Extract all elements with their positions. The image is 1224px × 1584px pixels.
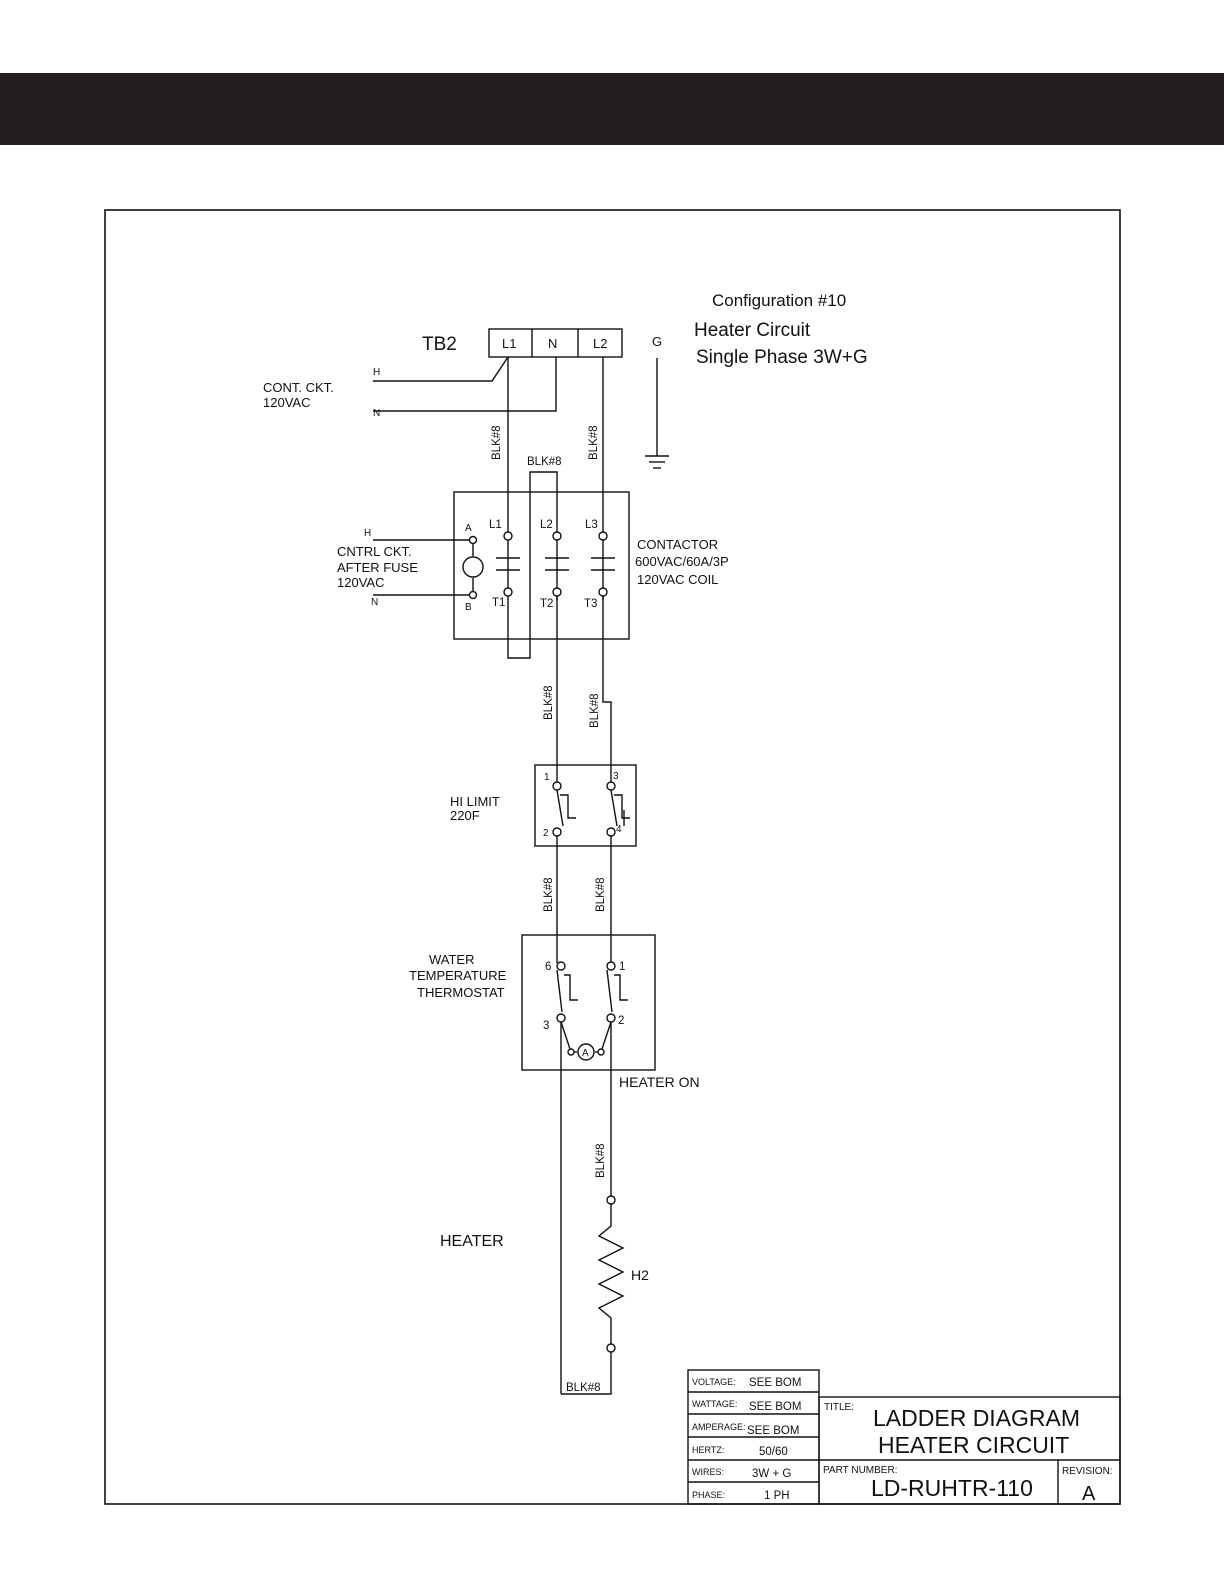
hi-limit-terminal-3: 3 [613, 771, 619, 782]
thermostat-terminal-3: 3 [543, 1020, 549, 1032]
title-key: TITLE: [824, 1402, 854, 1413]
cntrl-h-label: H [364, 528, 371, 539]
spec-key-phase: PHASE: [692, 1490, 725, 1500]
thermostat-terminal-6: 6 [545, 961, 551, 973]
spec-value-hertz: 50/60 [759, 1446, 788, 1458]
heater-label: HEATER [440, 1233, 504, 1250]
drawing-title-1: LADDER DIAGRAM [873, 1405, 1080, 1431]
drawing-title-2: HEATER CIRCUIT [878, 1432, 1069, 1458]
wire-label-t3: BLK#8 [589, 693, 601, 728]
config-line-1: Configuration #10 [712, 291, 846, 310]
spec-key-voltage: VOLTAGE: [692, 1377, 736, 1387]
config-line-2: Heater Circuit [694, 320, 811, 341]
contactor-coil [462, 556, 484, 578]
contactor-label-3: 120VAC COIL [637, 572, 718, 587]
config-line-3: Single Phase 3W+G [696, 347, 868, 368]
wire-label-hl2: BLK#8 [543, 877, 555, 912]
heater-element-label: H2 [631, 1267, 649, 1283]
thermostat-label-2: TEMPERATURE [409, 968, 507, 983]
wire-label-jumper: BLK#8 [527, 456, 562, 468]
wire-label-heater: BLK#8 [595, 1143, 607, 1178]
wire-label-hl4: BLK#8 [595, 877, 607, 912]
drawing-frame [104, 209, 1121, 1505]
spec-value-voltage: SEE BOM [749, 1377, 801, 1389]
cntrl-circuit-label-1: CNTRL CKT. [337, 544, 412, 559]
hi-limit-switch-1 [552, 781, 576, 837]
header-bar [0, 73, 1224, 145]
pole-l2-label: L2 [540, 519, 553, 531]
thermostat-terminal-2: 2 [618, 1015, 624, 1027]
thermostat-box [521, 934, 656, 1071]
tb2-label: TB2 [422, 334, 457, 355]
pole-t2-label: T2 [540, 598, 553, 610]
spec-value-wattage: SEE BOM [749, 1401, 801, 1413]
spec-key-wires: WIRES: [692, 1467, 724, 1477]
title-block [687, 1369, 1121, 1505]
spec-key-hertz: HERTZ: [692, 1445, 724, 1455]
control-n-label: N [373, 408, 380, 419]
contactor-label-2: 600VAC/60A/3P [635, 554, 729, 569]
contactor-pole-3 [591, 531, 615, 597]
coil-b-label: B [465, 602, 472, 613]
control-hot-wire [373, 356, 509, 382]
lamp-label: A [582, 1048, 589, 1059]
contactor-label-1: CONTACTOR [637, 537, 718, 552]
contactor-pole-1 [496, 531, 520, 597]
spec-value-amperage: SEE BOM [747, 1425, 799, 1437]
hi-limit-label-2: 220F [450, 808, 480, 823]
pole-t1-label: T1 [492, 597, 505, 609]
revision-value: A [1082, 1483, 1096, 1505]
hi-limit-label-1: HI LIMIT [450, 794, 500, 809]
ground-symbol [645, 455, 669, 469]
wire-label-l1: BLK#8 [491, 425, 503, 460]
wire-label-return: BLK#8 [566, 1382, 601, 1394]
cntrl-n-label: N [371, 597, 378, 608]
spec-value-wires: 3W + G [752, 1468, 791, 1480]
terminal-n: N [548, 336, 557, 351]
thermostat-label-1: WATER [429, 952, 475, 967]
part-number: LD-RUHTR-110 [871, 1475, 1033, 1501]
terminal-l2: L2 [593, 336, 607, 351]
coil-a-label: A [465, 523, 472, 534]
hi-limit-terminal-4: 4 [616, 824, 622, 835]
revision-key: REVISION: [1062, 1466, 1113, 1477]
heater-on-label: HEATER ON [619, 1074, 700, 1090]
l1-wire [507, 357, 558, 659]
spec-key-amperage: AMPERAGE: [692, 1422, 746, 1432]
thermostat-terminal-1: 1 [619, 961, 625, 973]
control-neutral-wire [373, 357, 557, 412]
control-circuit-label-2: 120VAC [263, 395, 310, 410]
pole-l3-label: L3 [585, 519, 598, 531]
thermostat-label-3: THERMOSTAT [417, 985, 505, 1000]
spec-key-wattage: WATTAGE: [692, 1399, 737, 1409]
hi-limit-box [534, 764, 637, 847]
hi-limit-terminal-2: 2 [543, 828, 549, 839]
cntrl-circuit-label-2: AFTER FUSE [337, 560, 418, 575]
wire-label-l2: BLK#8 [588, 425, 600, 460]
spec-value-phase: 1 PH [764, 1490, 790, 1502]
thermostat-switch-1 [556, 961, 578, 1023]
terminal-l1: L1 [502, 336, 516, 351]
ground-label: G [652, 334, 662, 349]
heater-on-lamp [577, 1043, 595, 1061]
control-circuit-label-1: CONT. CKT. [263, 380, 334, 395]
pole-l1-label: L1 [489, 519, 502, 531]
wire-label-t2: BLK#8 [543, 685, 555, 720]
hi-limit-terminal-1: 1 [544, 772, 550, 783]
cntrl-circuit-label-3: 120VAC [337, 575, 384, 590]
contactor-box [453, 491, 630, 640]
part-number-key: PART NUMBER: [823, 1465, 897, 1476]
control-h-label: H [373, 367, 380, 378]
pole-t3-label: T3 [584, 598, 597, 610]
hi-limit-switch-2 [606, 781, 630, 837]
heater-element [597, 1204, 625, 1344]
